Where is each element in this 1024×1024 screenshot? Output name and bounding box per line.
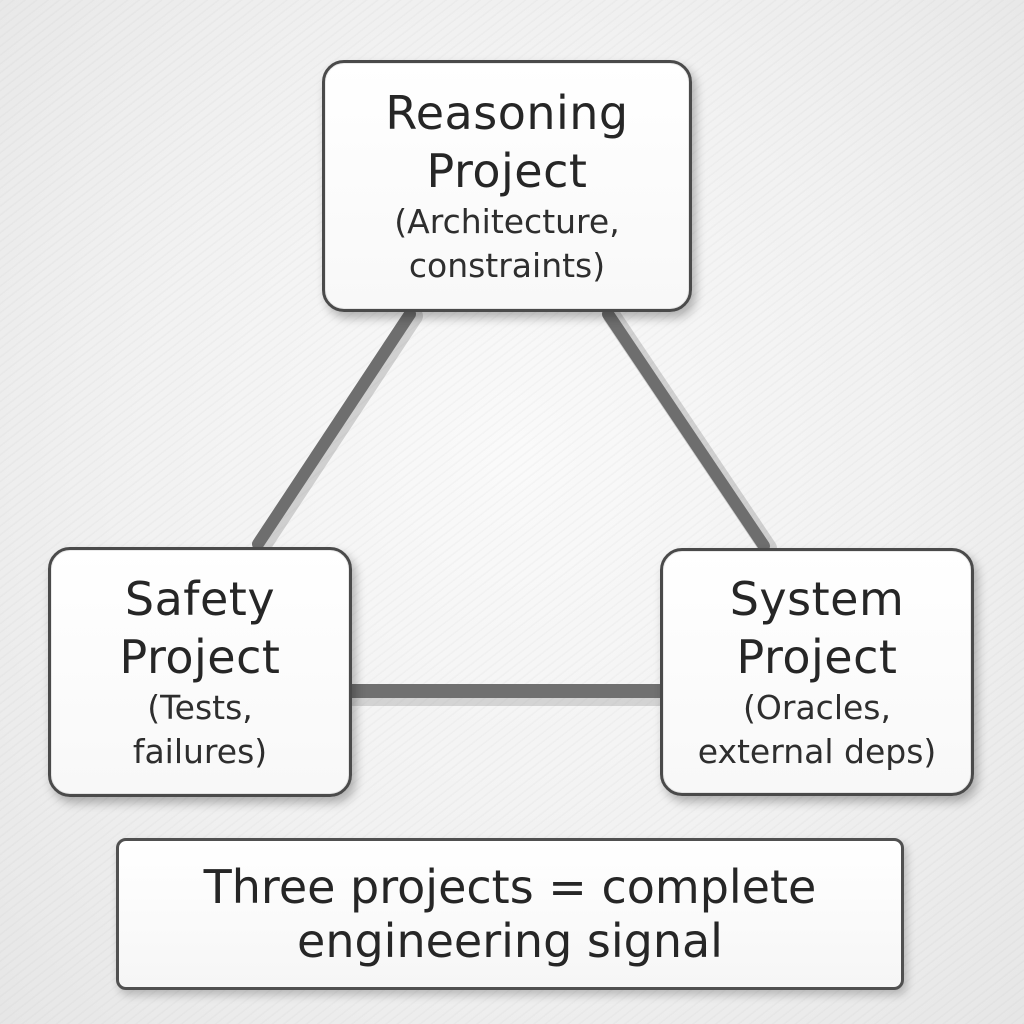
connector-reasoning-safety [252, 307, 423, 555]
safety-project-box: Safety Project (Tests, failures) [48, 547, 352, 797]
safety-subtitle-line1: (Tests, [147, 688, 253, 727]
reasoning-subtitle-line2: constraints) [408, 246, 606, 285]
system-subtitle-line2: external deps) [697, 732, 937, 771]
connector-safety-system [352, 684, 662, 706]
safety-title-line1: Safety [124, 572, 276, 626]
safety-title-line2: Project [119, 630, 281, 684]
reasoning-title-line2: Project [426, 144, 588, 198]
system-title-line1: System [729, 572, 905, 626]
summary-line1: Three projects = complete [203, 860, 817, 914]
connector-reasoning-system [602, 307, 777, 557]
reasoning-title-line1: Reasoning [385, 86, 629, 140]
system-subtitle-line1: (Oracles, [743, 688, 891, 727]
reasoning-subtitle-line1: (Architecture, [394, 202, 620, 241]
summary-box: Three projects = complete engineering si… [116, 838, 904, 990]
system-project-box: System Project (Oracles, external deps) [660, 548, 974, 796]
summary-line2: engineering signal [297, 914, 723, 968]
reasoning-project-box: Reasoning Project (Architecture, constra… [322, 60, 692, 312]
system-title-line2: Project [736, 630, 898, 684]
safety-subtitle-line2: failures) [132, 732, 268, 771]
